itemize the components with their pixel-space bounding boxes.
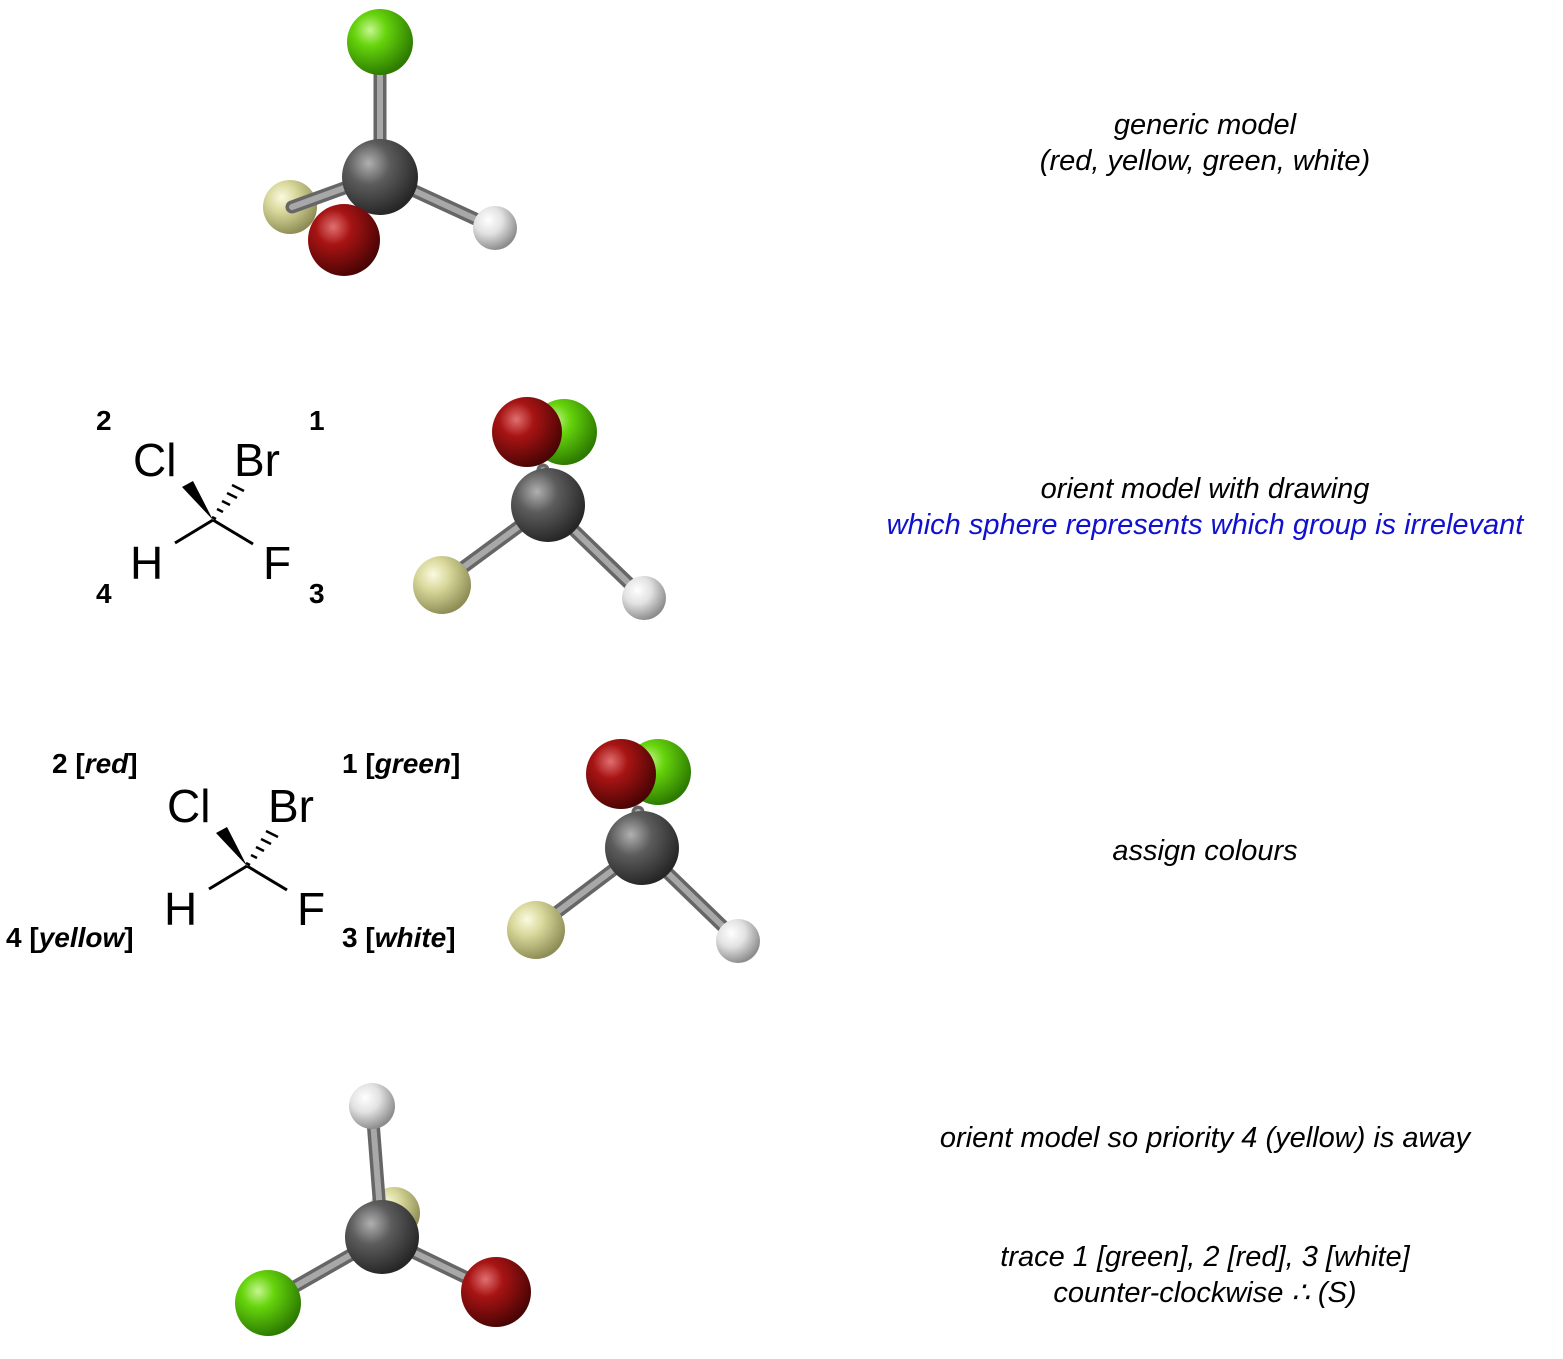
atom-f: F — [263, 537, 292, 589]
atom-br: Br — [268, 780, 314, 832]
priority-label-bottom-right: 3 — [309, 578, 325, 609]
priority-color: red — [84, 748, 129, 779]
model-4 — [235, 1083, 531, 1336]
hashed-bond-br — [245, 829, 279, 867]
carbon-sphere — [605, 811, 679, 885]
green-sphere — [235, 1270, 301, 1336]
priority-color: green — [374, 748, 451, 779]
caption-trace-result: trace 1 [green], 2 [red], 3 [white] coun… — [825, 1239, 1563, 1311]
priority-label-bottom-left: 4 — [96, 578, 112, 609]
skeletal-formula-2 — [174, 481, 254, 546]
priority-number: 2 — [52, 748, 68, 779]
caption-line: trace 1 [green], 2 [red], 3 [white] — [1000, 1241, 1410, 1273]
caption-line: orient model with drawing — [1040, 473, 1370, 505]
white-sphere — [473, 206, 517, 250]
yellow-sphere — [413, 556, 471, 614]
atom-h: H — [130, 537, 164, 589]
green-sphere — [347, 9, 413, 75]
bond-h — [174, 518, 214, 545]
priority-label-top-left: 2 [red] — [52, 748, 138, 779]
yellow-sphere — [507, 901, 565, 959]
white-sphere — [622, 576, 666, 620]
white-sphere — [349, 1083, 395, 1129]
hashed-bond-br — [211, 483, 245, 521]
caption-line: orient model so priority 4 (yellow) is a… — [939, 1122, 1471, 1154]
caption-line: (red, yellow, green, white) — [1039, 145, 1371, 177]
priority-number: 1 — [342, 748, 358, 779]
caption-line: assign colours — [1112, 835, 1298, 867]
atom-cl: Cl — [133, 434, 177, 486]
red-sphere — [586, 739, 656, 809]
caption-note: which sphere represents which group is i… — [886, 509, 1524, 541]
priority-number: 4 — [6, 922, 22, 953]
priority-color: white — [374, 922, 447, 953]
bond-f — [246, 864, 288, 892]
priority-number: 3 — [342, 922, 358, 953]
caption-generic-model: generic model (red, yellow, green, white… — [825, 107, 1563, 179]
bond-f — [212, 518, 254, 546]
atom-br: Br — [234, 434, 280, 486]
caption-assign-colours: assign colours — [825, 833, 1563, 869]
red-sphere — [308, 204, 380, 276]
red-sphere — [461, 1257, 531, 1327]
white-sphere — [716, 919, 760, 963]
skeletal-formula-3 — [208, 827, 288, 892]
priority-label-bottom-right: 3 [white] — [342, 922, 456, 953]
atom-f: F — [297, 883, 326, 935]
carbon-sphere — [511, 468, 585, 542]
atom-h: H — [164, 883, 198, 935]
caption-line: counter-clockwise ∴ (S) — [1053, 1277, 1357, 1309]
priority-label-bottom-left: 4 [yellow] — [6, 922, 134, 953]
priority-label-top-right: 1 — [309, 405, 325, 436]
carbon-sphere — [345, 1200, 419, 1274]
model-1 — [263, 9, 517, 276]
caption-line: generic model — [1113, 109, 1297, 141]
red-sphere — [492, 397, 562, 467]
bond-h — [208, 864, 248, 891]
model-2 — [413, 397, 666, 620]
wedge-bond-cl — [216, 827, 247, 866]
wedge-bond-cl — [182, 481, 213, 520]
priority-label-top-left: 2 — [96, 405, 112, 436]
caption-orient-away: orient model so priority 4 (yellow) is a… — [825, 1120, 1563, 1156]
model-3 — [507, 739, 760, 963]
caption-orient-drawing: orient model with drawing which sphere r… — [825, 471, 1563, 543]
priority-color: yellow — [38, 922, 125, 953]
priority-label-top-right: 1 [green] — [342, 748, 461, 779]
atom-cl: Cl — [167, 780, 211, 832]
carbon-sphere — [342, 139, 418, 215]
